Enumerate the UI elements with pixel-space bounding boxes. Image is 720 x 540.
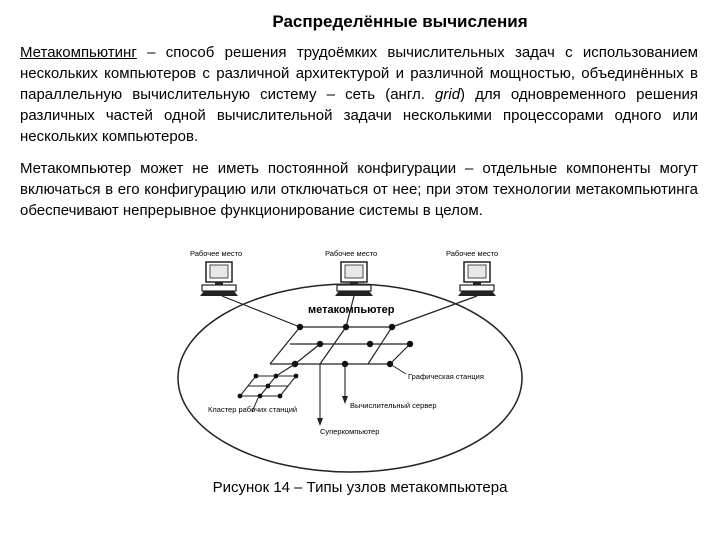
workstation-icon-2 bbox=[335, 261, 373, 296]
supercomputer-arrowhead bbox=[317, 418, 323, 426]
metacomputer-diagram: Рабочее место Рабочее место Рабочее мест… bbox=[177, 249, 523, 473]
figure-caption: Рисунок 14 – Типы узлов метакомпьютера bbox=[212, 479, 508, 496]
graphics-arrow bbox=[389, 363, 407, 375]
workstation-links bbox=[221, 295, 478, 328]
workstation-label-3: Рабочее место bbox=[446, 249, 498, 258]
slide-title: Распределённые вычисления bbox=[272, 12, 528, 31]
graphics-station-label: Графическая станция bbox=[408, 372, 484, 381]
metacomputer-label: метакомпьютер bbox=[308, 304, 395, 316]
workstation-icon-1 bbox=[200, 261, 238, 296]
paragraph-metacomputer: Метакомпьютер может не иметь постоянной … bbox=[20, 160, 698, 219]
paragraph-metacomputing: Метакомпьютинг – способ решения трудоёмк… bbox=[20, 42, 698, 147]
compute-server-label: Вычислительный сервер bbox=[350, 401, 437, 410]
cluster-nodes bbox=[237, 373, 299, 399]
cluster-grid bbox=[239, 363, 297, 397]
paragraph1-text-b: ) для одновременного решения различных ч… bbox=[20, 86, 698, 145]
cluster-arrow bbox=[251, 397, 259, 413]
compute-server-arrowhead bbox=[342, 396, 348, 404]
term-metacomputing: Метакомпьютинг bbox=[20, 44, 137, 61]
workstation-icon-3 bbox=[458, 261, 496, 296]
metacomputer-figure: Рабочее место Рабочее место Рабочее мест… bbox=[170, 236, 530, 476]
main-grid bbox=[269, 326, 411, 365]
supercomputer-label: Суперкомпьютер bbox=[320, 427, 379, 436]
main-grid-nodes bbox=[291, 323, 414, 368]
workstation-label-2: Рабочее место bbox=[325, 249, 377, 258]
grid-word: grid bbox=[435, 86, 461, 103]
workstation-label-1: Рабочее место bbox=[190, 249, 242, 258]
paragraph1-text-a: – способ решения трудоёмких вычислительн… bbox=[20, 44, 698, 103]
cluster-label: Кластер рабочих станций bbox=[208, 405, 297, 414]
